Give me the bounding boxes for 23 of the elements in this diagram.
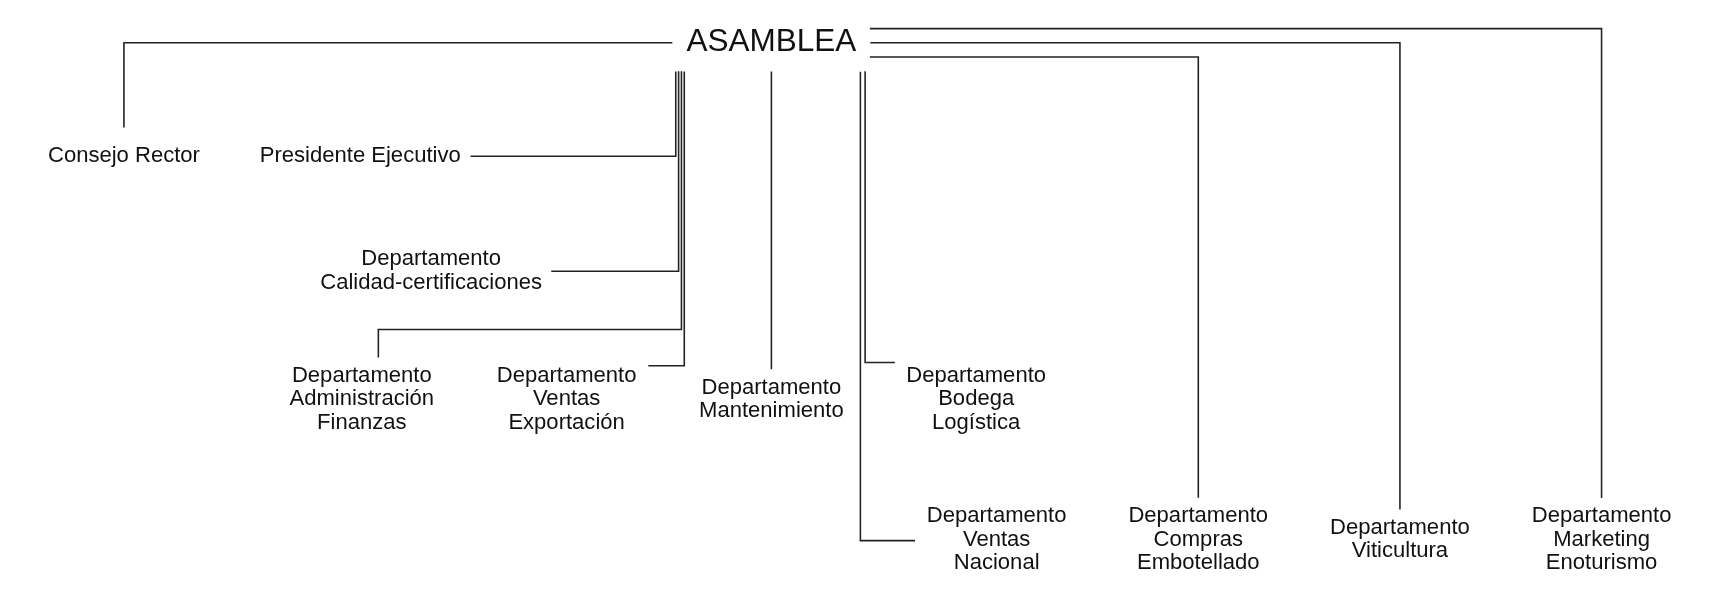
connector xyxy=(859,70,916,542)
connector xyxy=(377,70,682,359)
connector xyxy=(122,42,673,129)
node-text: Departamento Mantenimiento xyxy=(698,373,844,423)
connector xyxy=(469,70,677,157)
node-text: Presidente Ejecutivo xyxy=(259,142,461,168)
connector xyxy=(863,70,896,364)
node-text: Departamento Ventas Exportación xyxy=(496,361,636,435)
node-text: ASAMBLEA xyxy=(685,21,856,58)
connector xyxy=(770,70,772,371)
connector xyxy=(647,70,685,367)
node-text: Consejo Rector xyxy=(47,142,200,168)
node-text: Departamento Marketing Enoturismo xyxy=(1531,502,1671,575)
node-text: Departamento Bodega Logística xyxy=(905,361,1046,435)
node-text: Departamento Calidad-certificaciones xyxy=(319,245,542,294)
connector xyxy=(869,42,1401,511)
connector xyxy=(549,70,679,272)
connector xyxy=(868,56,1199,499)
node-text: Departamento Ventas Nacional xyxy=(926,502,1067,575)
node-text: Departamento Viticultura xyxy=(1329,513,1470,563)
connector xyxy=(868,27,1602,499)
node-text: Departamento Administración Finanzas xyxy=(289,361,434,435)
node-text: Departamento Compras Embotellado xyxy=(1127,502,1268,575)
